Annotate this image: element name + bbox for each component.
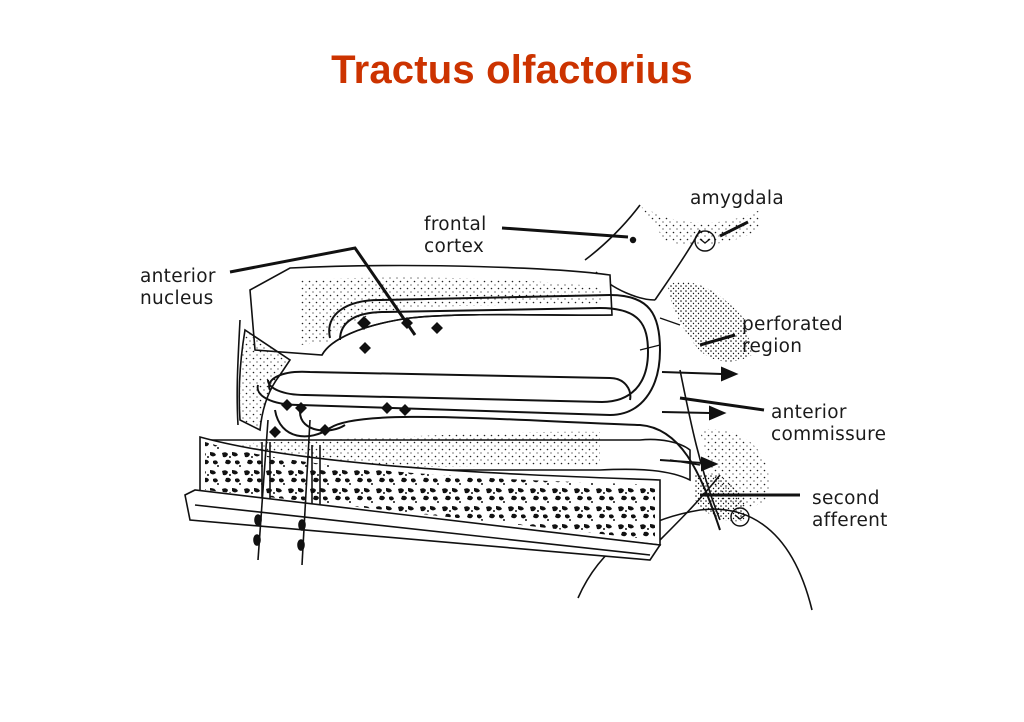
label-anterior-commissure: anterior commissure <box>771 402 887 445</box>
label-second-afferent: second afferent <box>812 488 888 531</box>
label-perforated-region: perforated region <box>742 314 843 357</box>
neuron-cells <box>269 230 750 527</box>
fiber-arrows <box>659 366 739 472</box>
page-title: Tractus olfactorius <box>331 48 693 92</box>
receptor-fibers <box>253 419 311 566</box>
cortex-shading <box>640 205 770 522</box>
leader-lines <box>229 220 800 497</box>
label-frontal-cortex: frontal cortex <box>424 214 487 257</box>
olfactory-tract-bands <box>184 264 691 561</box>
label-anterior-nucleus: anterior nucleus <box>140 266 216 309</box>
label-amygdala: amygdala <box>690 188 785 209</box>
